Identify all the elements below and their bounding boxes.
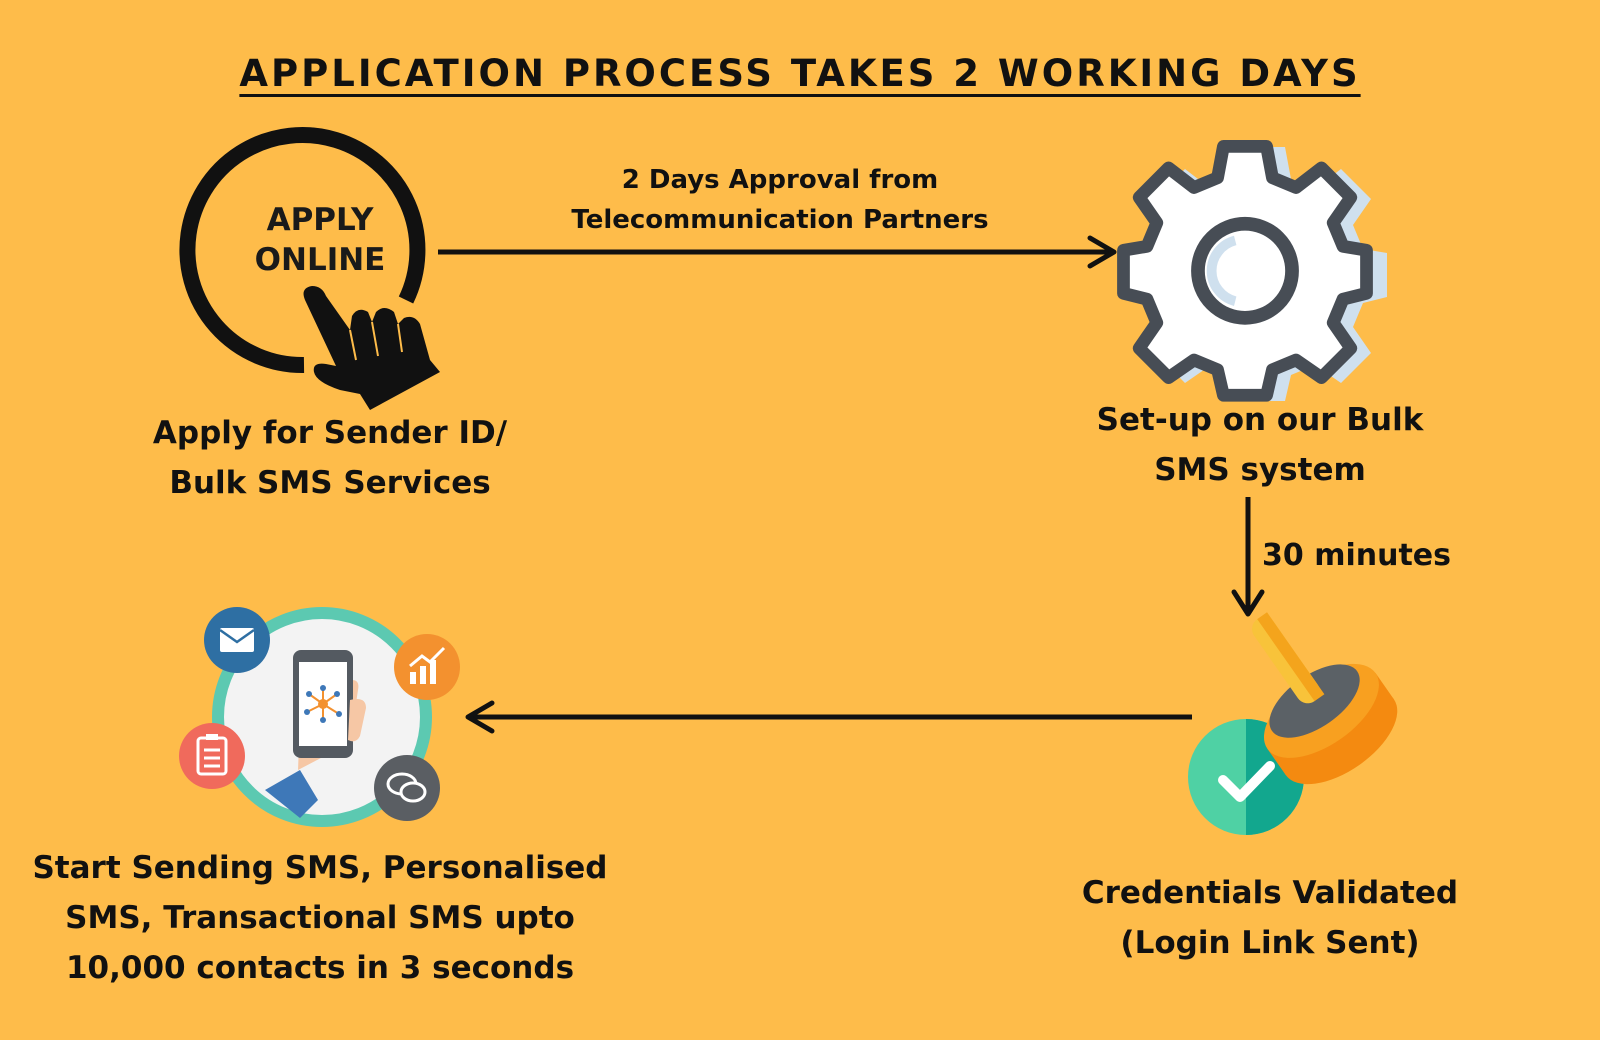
arrow-setup-to-validate bbox=[1231, 497, 1265, 617]
step-apply-label-line1: Apply for Sender ID/ bbox=[152, 415, 508, 451]
step-send-label: Start Sending SMS, Personalised SMS, Tra… bbox=[20, 843, 620, 993]
page-title: APPLICATION PROCESS TAKES 2 WORKING DAYS bbox=[239, 52, 1361, 95]
apply-icon-text-2: ONLINE bbox=[255, 242, 386, 278]
step-setup-label-line2: SMS system bbox=[1154, 452, 1366, 488]
mobile-sms-icon bbox=[179, 607, 460, 827]
arrow-apply-to-setup bbox=[438, 235, 1117, 269]
step-send-label-line2: SMS, Transactional SMS upto bbox=[65, 900, 575, 936]
chat-icon bbox=[374, 755, 440, 821]
step-validate-label-line2: (Login Link Sent) bbox=[1120, 925, 1420, 961]
gear-icon bbox=[1117, 139, 1387, 402]
pointing-hand-icon bbox=[303, 286, 440, 410]
step-setup-label-line1: Set-up on our Bulk bbox=[1096, 402, 1424, 438]
step-send-label-line3: 10,000 contacts in 3 seconds bbox=[65, 950, 575, 986]
clipboard-icon bbox=[179, 723, 245, 789]
step-validate-label: Credentials Validated (Login Link Sent) bbox=[1040, 868, 1500, 968]
edge-label-approval-line2: Telecommunication Partners bbox=[571, 205, 989, 235]
apply-online-icon: APPLY ONLINE bbox=[179, 127, 440, 410]
apply-icon-text-1: APPLY bbox=[267, 202, 374, 238]
edge-label-approval-line1: 2 Days Approval from bbox=[621, 165, 939, 195]
arrow-validate-to-send bbox=[465, 700, 1192, 734]
edge-label-30-minutes: 30 minutes bbox=[1262, 538, 1451, 573]
step-apply-label-line2: Bulk SMS Services bbox=[169, 465, 491, 501]
approval-stamp-icon bbox=[1188, 612, 1398, 835]
step-validate-label-line1: Credentials Validated bbox=[1081, 875, 1459, 911]
edge-label-approval: 2 Days Approval from Telecommunication P… bbox=[560, 160, 1000, 240]
envelope-icon bbox=[204, 607, 270, 673]
step-apply-label: Apply for Sender ID/ Bulk SMS Services bbox=[120, 408, 540, 508]
chart-icon bbox=[394, 634, 460, 700]
step-setup-label: Set-up on our Bulk SMS system bbox=[1060, 395, 1460, 495]
step-send-label-line1: Start Sending SMS, Personalised bbox=[32, 850, 608, 886]
smartphone-icon bbox=[293, 650, 353, 758]
